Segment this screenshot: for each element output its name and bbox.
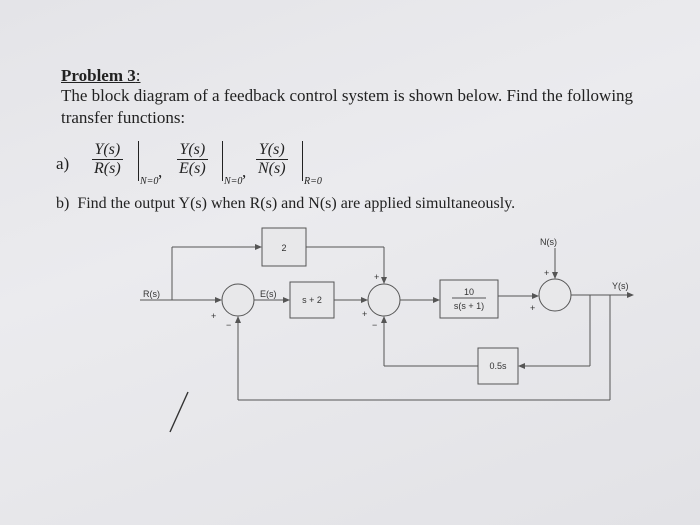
fraction-2-denominator: E(s) <box>179 160 206 177</box>
problem-title: Problem 3: <box>61 66 141 85</box>
arrowhead <box>283 297 290 303</box>
plant-denominator: s(s + 1) <box>454 301 484 311</box>
error-label: E(s) <box>260 289 277 299</box>
arrowhead <box>215 297 222 303</box>
plant-block <box>439 279 499 319</box>
sign-minus-1: − <box>226 320 231 330</box>
separator-1: , <box>158 162 163 181</box>
gain-block-2 <box>261 227 307 267</box>
sign-plus-2b: + <box>362 309 367 319</box>
arrowhead <box>532 293 539 299</box>
fraction-2-numerator: Y(s) <box>177 141 208 160</box>
sign-plus-1: + <box>211 311 216 321</box>
fraction-3-denominator: N(s) <box>258 160 286 177</box>
transfer-fraction-2: Y(s) E(s) <box>177 141 208 178</box>
sign-minus-2: − <box>372 320 377 330</box>
feedback-block-label: 0.5s <box>489 361 507 371</box>
problem-statement-line-1: The block diagram of a feedback control … <box>61 86 634 105</box>
output-label: Y(s) <box>612 281 629 291</box>
fraction-3-condition: R=0 <box>304 176 322 187</box>
controller-block <box>289 281 335 319</box>
arrowhead <box>381 316 387 323</box>
sign-plus-3a: + <box>544 268 549 278</box>
sign-plus-3b: + <box>530 303 535 313</box>
arrowhead <box>255 244 262 250</box>
eval-bar-3 <box>302 141 303 181</box>
fraction-1-numerator: Y(s) <box>92 141 123 160</box>
part-b-statement: b) Find the output Y(s) when R(s) and N(… <box>56 195 516 212</box>
separator-2: , <box>242 162 247 181</box>
eval-bar-2 <box>222 141 223 181</box>
controller-block-label: s + 2 <box>302 295 322 305</box>
summing-junction-1 <box>221 283 255 317</box>
sign-plus-2a: + <box>374 272 379 282</box>
problem-statement-line-2: transfer functions: <box>61 108 186 127</box>
arrowhead <box>552 272 558 279</box>
fraction-2-condition: N=0 <box>224 176 243 187</box>
arrowhead <box>518 363 525 369</box>
arrowhead <box>381 277 387 284</box>
arrowhead <box>433 297 440 303</box>
plant-numerator: 10 <box>464 287 474 297</box>
arrowhead <box>235 316 241 323</box>
arrowhead <box>361 297 368 303</box>
transfer-fraction-3: Y(s) N(s) <box>256 141 288 178</box>
fraction-1-denominator: R(s) <box>94 160 121 177</box>
arrowhead <box>627 292 634 298</box>
fraction-3-numerator: Y(s) <box>256 141 288 160</box>
noise-label: N(s) <box>540 237 557 247</box>
summing-junction-2 <box>367 283 401 317</box>
transfer-fraction-1: Y(s) R(s) <box>92 141 123 178</box>
feedback-block <box>477 347 519 385</box>
part-a-label: a) <box>56 154 70 173</box>
fraction-1-condition: N=0 <box>140 176 159 187</box>
pen-mark <box>169 391 189 433</box>
input-label: R(s) <box>143 289 160 299</box>
eval-bar-1 <box>138 141 139 181</box>
gain-block-2-label: 2 <box>281 243 286 253</box>
summing-junction-3 <box>538 278 572 312</box>
